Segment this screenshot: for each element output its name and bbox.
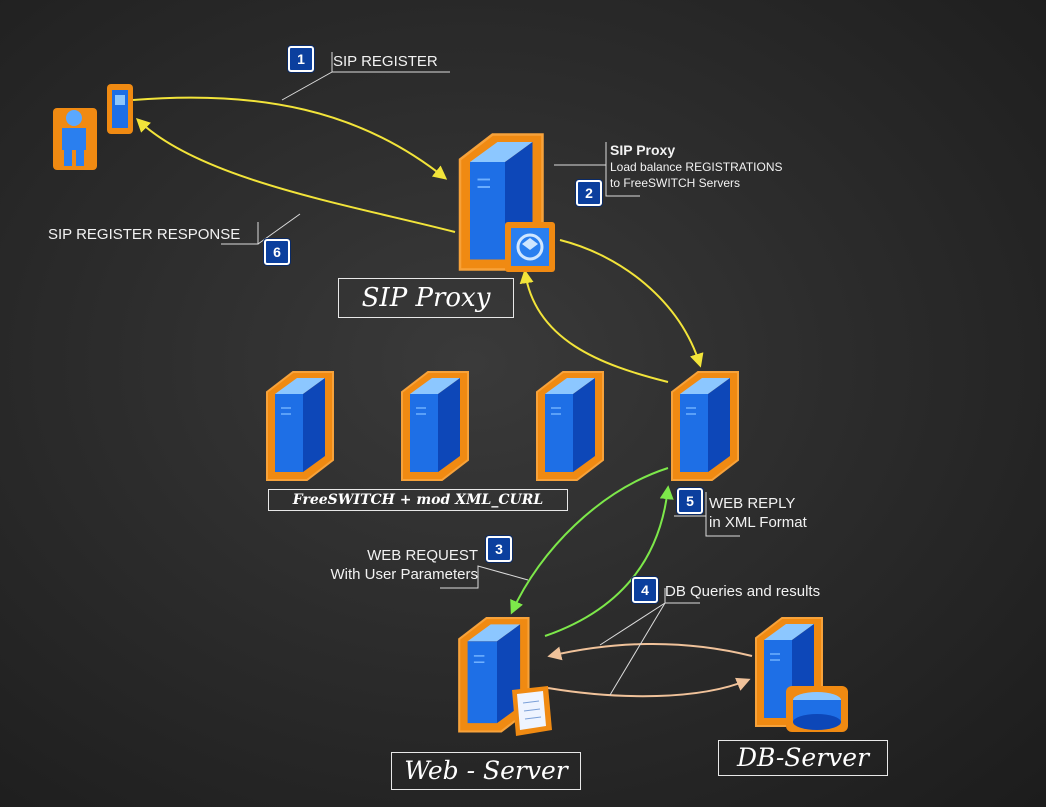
label-web-request-line2: With User Parameters	[330, 566, 478, 583]
label-web-request-line1: WEB REQUEST	[367, 547, 478, 564]
title-freeswitch: FreeSWITCH + mod XML_CURL	[268, 489, 568, 511]
arrow-web-reply	[544, 485, 674, 637]
arrow-freeswitch-to-proxy	[519, 269, 669, 383]
freeswitch-server-4-icon	[671, 371, 739, 481]
step-badge-5: 5	[677, 488, 703, 514]
title-db-server: DB-Server	[718, 740, 888, 776]
label-web-reply-line2: in XML Format	[709, 514, 807, 531]
freeswitch-server-1-icon	[266, 371, 334, 481]
label-web-request: WEB REQUEST With User Parameters	[300, 546, 478, 584]
scroll-document-icon	[512, 686, 552, 736]
arrow-proxy-to-freeswitch	[559, 239, 704, 368]
arrow-sip-response	[135, 118, 456, 233]
step-badge-1: 1	[288, 46, 314, 72]
label-db-queries: DB Queries and results	[665, 583, 821, 600]
step-badge-6: 6	[264, 239, 290, 265]
label-sip-proxy-line1: Load balance REGISTRATIONS	[610, 160, 783, 174]
arrow-db-results	[547, 642, 753, 661]
freeswitch-server-3-icon	[536, 371, 604, 481]
step-badge-2: 2	[576, 180, 602, 206]
title-sip-proxy: SIP Proxy	[338, 278, 514, 318]
label-sip-proxy-title: SIP Proxy	[610, 142, 676, 158]
label-sip-register-response: SIP REGISTER RESPONSE	[48, 226, 241, 243]
arrow-sip-register	[132, 96, 448, 180]
label-sip-proxy-callout: SIP Proxy Load balance REGISTRATIONS to …	[610, 142, 783, 191]
phone-icon	[107, 84, 133, 134]
label-web-reply: WEB REPLY in XML Format	[709, 494, 807, 532]
arrow-web-request	[510, 467, 669, 615]
label-web-reply-line1: WEB REPLY	[709, 495, 796, 512]
callout-lines	[221, 52, 740, 696]
title-web-server: Web - Server	[391, 752, 581, 790]
load-balancer-icon	[505, 222, 555, 272]
label-sip-register: SIP REGISTER	[333, 53, 438, 70]
step-badge-4: 4	[632, 577, 658, 603]
label-sip-proxy-line2: to FreeSWITCH Servers	[610, 176, 741, 190]
user-icon	[53, 108, 97, 170]
arrow-db-query	[547, 677, 751, 698]
database-icon	[786, 686, 848, 732]
freeswitch-server-2-icon	[401, 371, 469, 481]
step-badge-3: 3	[486, 536, 512, 562]
